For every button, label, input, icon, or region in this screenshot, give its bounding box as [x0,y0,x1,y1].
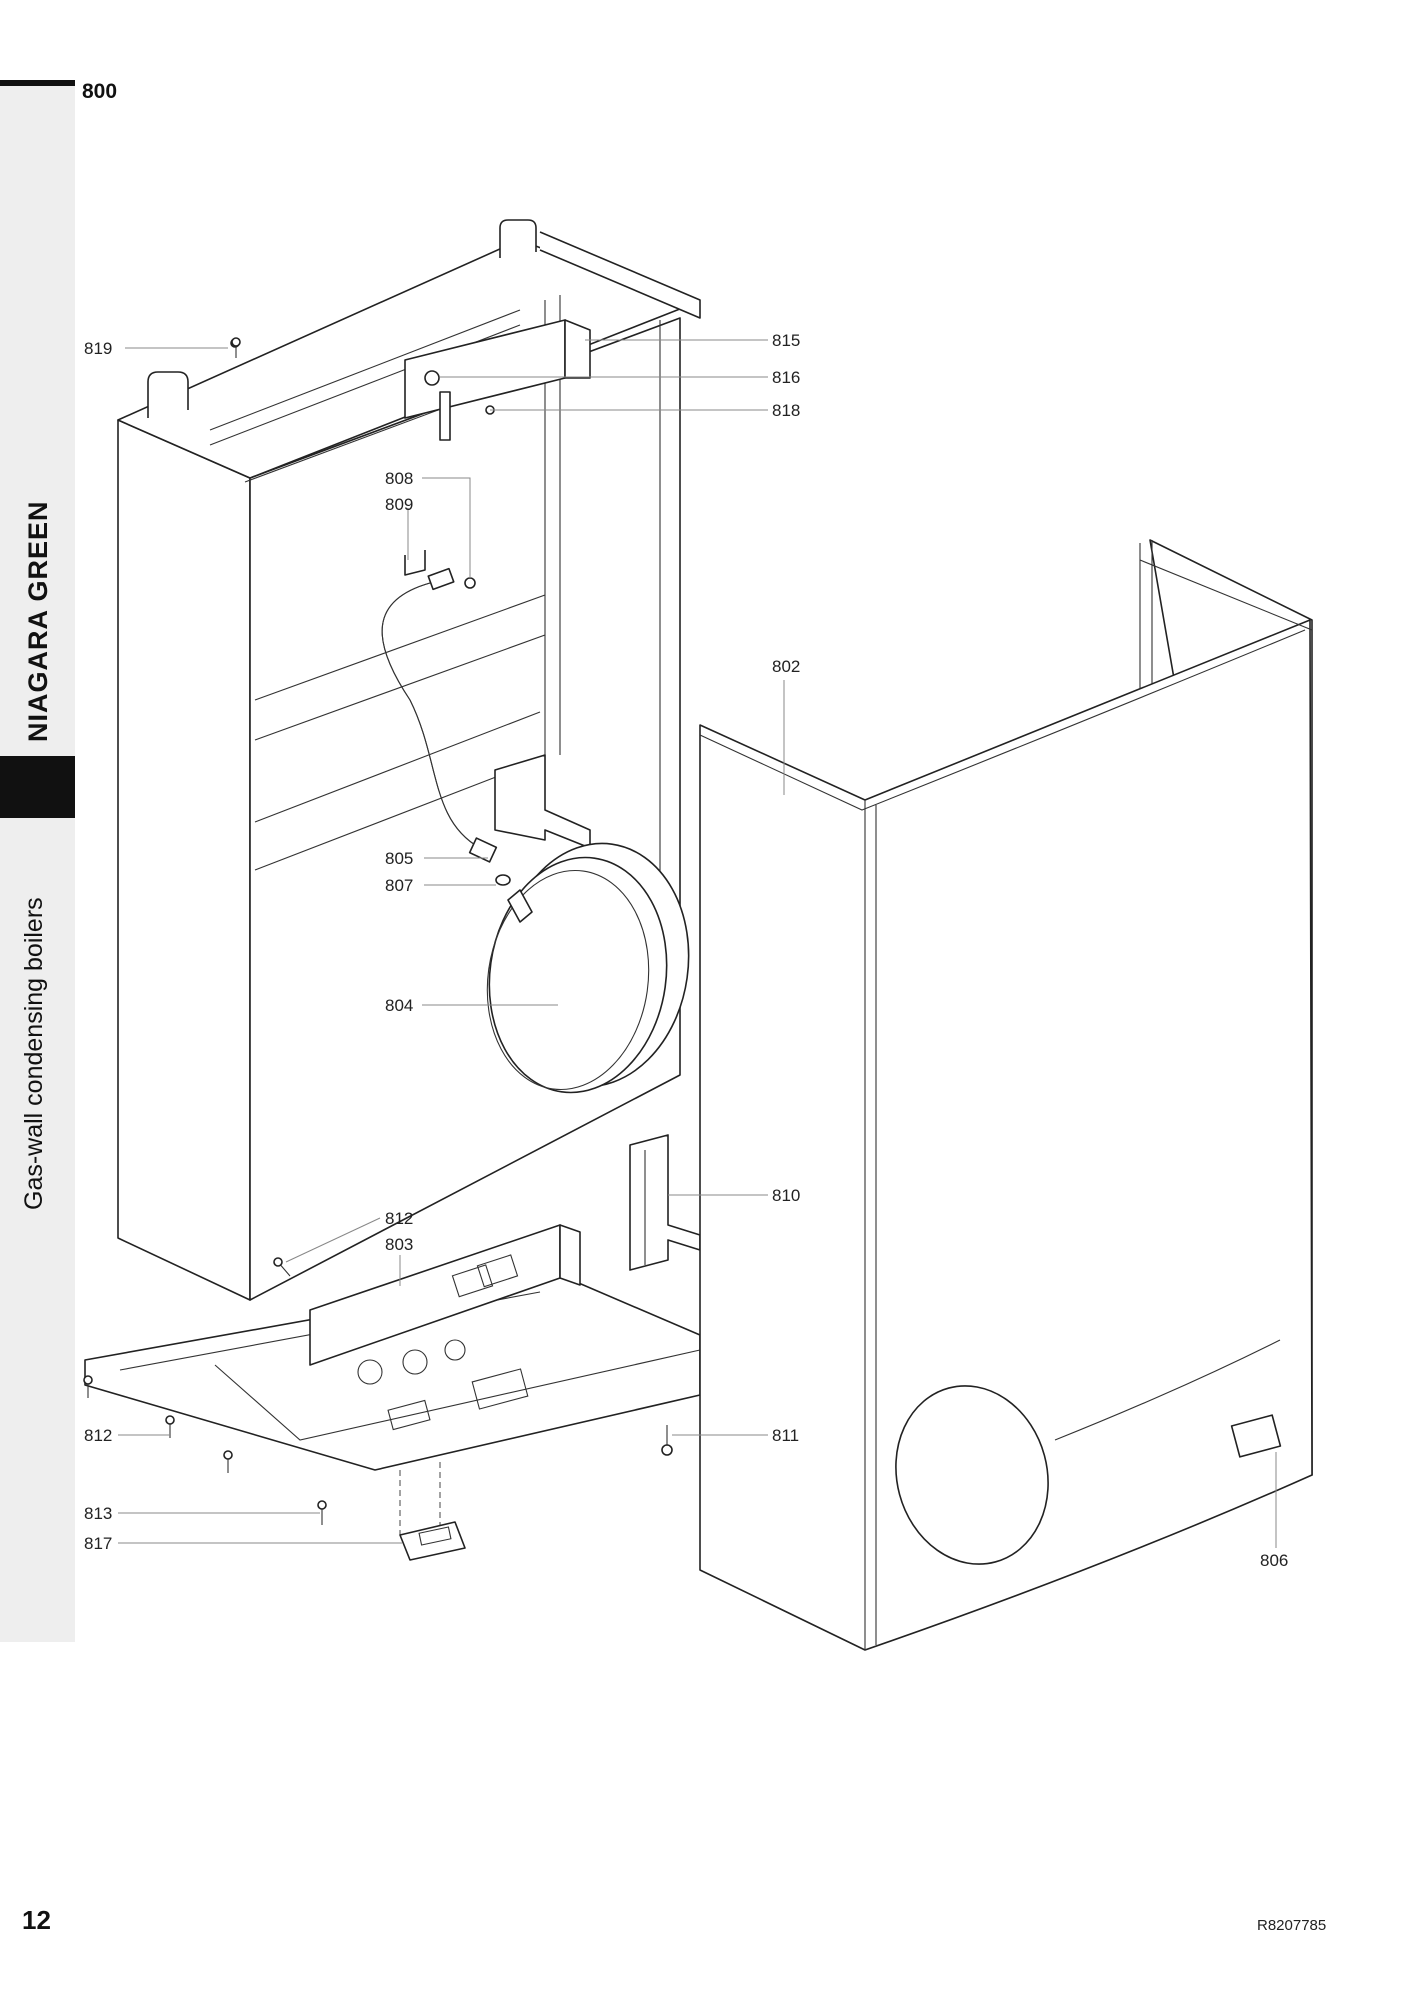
callout-817: 817 [84,1534,112,1553]
callout-804: 804 [385,996,413,1015]
callout-807: 807 [385,876,413,895]
expansion-vessel [486,842,690,1094]
drawing-reference: R8207785 [1257,1917,1327,1934]
callout-816: 816 [772,368,800,387]
top-bracket [230,319,591,441]
support-bracket [629,1134,701,1271]
flexible-hose [381,550,511,886]
callout-812-lower: 812 [84,1426,112,1445]
callout-818: 818 [772,401,800,420]
page-number: 12 [22,1905,51,1935]
side-band [0,82,75,1642]
section-code: 800 [82,80,118,103]
callout-802: 802 [772,657,800,676]
callout-805: 805 [385,849,413,868]
callout-806: 806 [1260,1551,1288,1570]
front-casing [699,539,1313,1651]
screws [83,337,673,1525]
leader-lines [118,339,1277,1548]
callout-813: 813 [84,1504,112,1523]
side-top-bar [0,80,75,86]
connector-block [399,1462,466,1561]
callout-811: 811 [772,1426,799,1445]
callout-809: 809 [385,495,413,514]
callout-810: 810 [772,1186,800,1205]
side-dark-block [0,756,75,818]
callout-labels: 819 815 816 818 808 809 802 805 807 804 … [84,331,1288,1570]
callout-819: 819 [84,339,112,358]
callout-812-upper: 812 [385,1209,413,1228]
callout-808: 808 [385,469,413,488]
callout-815: 815 [772,331,800,350]
callout-803: 803 [385,1235,413,1254]
